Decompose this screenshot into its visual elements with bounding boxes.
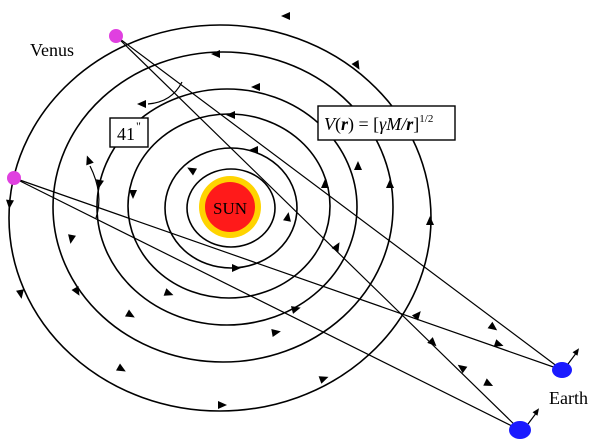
arrowhead [211,50,220,58]
venus-label: Venus [30,40,74,60]
arrowhead [427,337,437,347]
arrowhead [487,321,498,331]
orbit-arrows [6,12,434,409]
angle-arc-top [147,81,183,105]
venus-position-2 [7,171,21,185]
arrowhead [271,329,281,337]
formula-text: V(r) = [γM/r]1/2 [324,113,433,135]
formula-close-bracket: ] [413,114,419,134]
sun: SUN [199,176,261,238]
arrowhead [251,83,260,91]
arrowhead [16,289,24,299]
formula-box [317,105,456,141]
arrowhead [96,179,104,189]
arrowhead [232,264,241,272]
formula-gamma-m: γM/ [379,114,408,134]
sight-line-arrows [427,321,504,386]
angle-unit-mark: " [136,119,141,133]
angle-indicator [86,81,183,219]
earth-label: Earth [549,388,588,408]
arrowhead [281,12,290,20]
sun-label: SUN [213,199,247,218]
venus-position-1 [109,29,123,43]
arrowhead [386,179,394,188]
angle-arc-bottom [89,165,100,219]
arrowhead [318,376,329,384]
formula-close-eq: ) = [ [348,114,379,135]
arrowhead [331,242,340,252]
arrowhead [290,306,301,314]
arrowhead [116,363,126,372]
arrowhead [283,212,291,222]
arrowhead [351,60,360,70]
arrowhead [86,155,94,166]
venus-positions [7,29,123,185]
arrowhead [354,161,362,170]
angle-label: 41 " [109,117,149,148]
sun-core [205,182,255,232]
ray-venus1-earth2 [115,35,521,431]
arrowhead [137,100,146,108]
ray-venus2-earth2 [13,177,521,431]
arrowhead [321,179,329,188]
ray-venus1-earth1 [115,35,563,371]
formula-open-paren: ( [335,114,341,135]
arrowhead [163,288,174,296]
velocity-formula: V(r) = [γM/r]1/2 [317,105,456,141]
arrowhead [71,286,80,296]
ray-venus2-earth1 [13,177,563,371]
formula-exponent: 1/2 [419,113,433,125]
arrowhead [226,111,235,119]
arrowhead [493,339,504,347]
arrowhead [426,216,434,225]
formula-r-denominator: r [406,114,414,134]
arrowhead [483,378,494,386]
earth-positions [509,348,580,439]
earth-position-2 [509,421,531,439]
arrowhead [572,348,580,356]
angle-value: 41 [117,124,135,144]
formula-v: V [324,114,337,134]
arrowhead [457,364,468,374]
arrowhead [68,234,76,244]
arrowhead [6,199,14,209]
orbit-5 [52,51,394,363]
arrowhead [249,146,258,154]
angle-label-box [109,117,149,148]
orbit-1 [186,168,276,248]
formula-r: r [341,114,349,134]
arrowhead [129,190,137,199]
arrowhead [411,311,421,321]
arrowhead [125,309,135,318]
orbit-6 [8,24,432,412]
arrowhead [532,408,540,416]
sight-lines [13,35,563,431]
arrowhead [218,401,227,409]
earth-position-1 [552,362,572,378]
arrowhead [187,167,197,176]
